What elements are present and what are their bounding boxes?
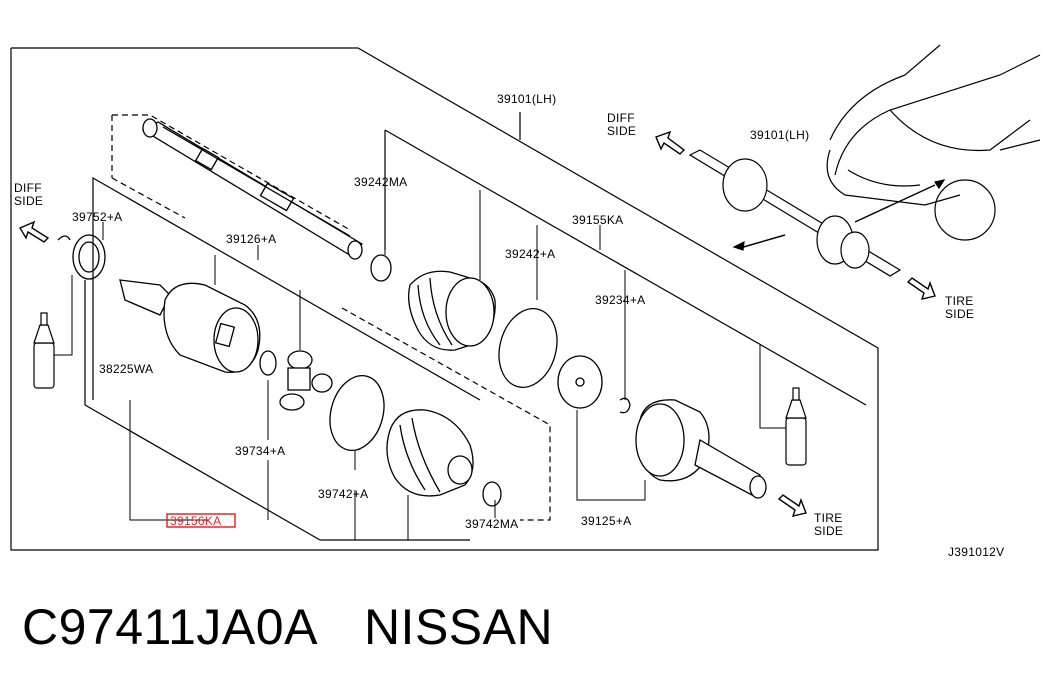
clamp-rings <box>57 234 631 507</box>
tire-side-label-right: SIDE <box>945 307 974 321</box>
label-39126a: 39126+A <box>226 232 276 246</box>
label-39101-lh-overview: 39101(LH) <box>750 128 809 142</box>
outer-cv-joint <box>557 355 767 499</box>
vehicle-outline <box>826 44 1041 241</box>
diff-arrow-left <box>18 220 50 243</box>
boot-lower <box>386 409 474 497</box>
tire-arrow-bottom <box>777 494 807 517</box>
leader-lines <box>54 190 786 540</box>
tripod-joint <box>279 350 333 411</box>
label-39734a: 39734+A <box>235 444 285 458</box>
inner-joint-housing <box>119 279 261 373</box>
label-39742a: 39742+A <box>318 487 368 501</box>
brand-name: NISSAN <box>363 599 554 655</box>
label-39242a: 39242+A <box>505 247 555 261</box>
frame-outline <box>10 47 879 551</box>
assembly-bracket-main <box>92 176 481 401</box>
diff-side-label-right: SIDE <box>607 124 636 138</box>
label-39101-lh: 39101(LH) <box>497 92 556 106</box>
label-38225wa: 38225WA <box>99 362 153 376</box>
diff-side-label-left: SIDE <box>14 194 43 208</box>
direction-arrows <box>18 130 936 517</box>
diff-side-label-left: DIFF <box>14 181 42 195</box>
assembly-line <box>84 404 321 541</box>
diff-side-label-right: DIFF <box>607 111 635 125</box>
tire-side-label-bottom: TIRE <box>814 511 843 525</box>
dashed-box <box>112 114 351 231</box>
grease-tubes <box>33 312 807 466</box>
tire-side-label-right: TIRE <box>945 294 974 308</box>
label-39242ma: 39242MA <box>354 175 407 189</box>
highlight-box <box>166 513 236 528</box>
drive-shaft <box>141 118 364 260</box>
label-39742ma: 39742MA <box>465 517 518 531</box>
part-caption: C97411JA0A NISSAN <box>22 598 553 656</box>
diff-arrow-right <box>655 130 686 155</box>
label-39234a: 39234+A <box>595 293 645 307</box>
shaft-assembly-overview <box>688 149 902 277</box>
label-39155ka: 39155KA <box>572 213 623 227</box>
tire-arrow-right <box>906 277 936 300</box>
label-39125a: 39125+A <box>581 514 631 528</box>
diagram-code: J391012V <box>948 545 1004 559</box>
assembly-line <box>384 129 867 406</box>
tire-side-label-bottom: SIDE <box>814 524 843 538</box>
boot-upper <box>407 270 496 351</box>
label-39752a: 39752+A <box>72 210 122 224</box>
label-39156ka-highlighted[interactable]: 39156KA <box>170 514 221 528</box>
part-number: C97411JA0A <box>22 599 318 655</box>
dashed-box <box>111 177 186 219</box>
